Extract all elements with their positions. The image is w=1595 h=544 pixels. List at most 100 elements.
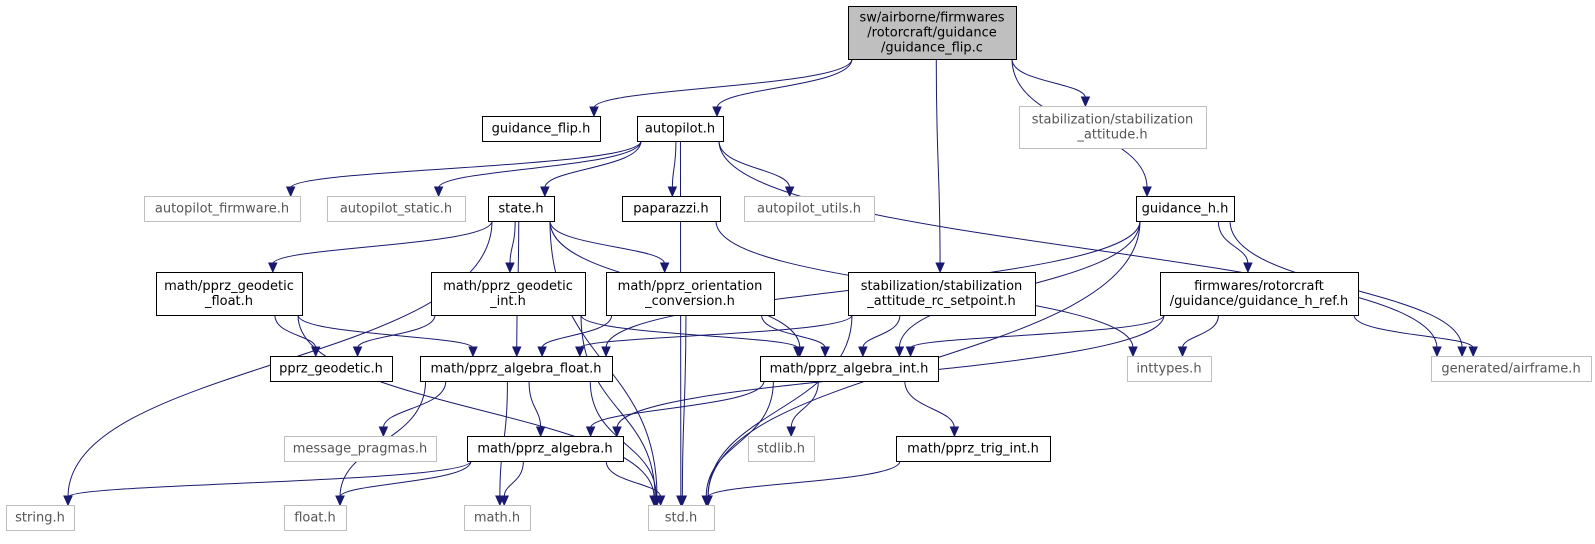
node-geodetic-float-h[interactable]: math/pprz_geodetic_float.h bbox=[156, 272, 303, 316]
node-stab-rc-h[interactable]: stabilization/stabilization_attitude_rc_… bbox=[848, 272, 1036, 316]
node-box bbox=[744, 196, 875, 222]
edge-geodetic_int_h-to-pprz_geodetic_h bbox=[352, 314, 436, 358]
node-label: autopilot.h bbox=[645, 122, 715, 137]
node-label: math/pprz_orientation bbox=[618, 279, 763, 294]
node-box bbox=[622, 196, 721, 222]
node-guidance-h-ref-h[interactable]: firmwares/rotorcraft/guidance/guidance_h… bbox=[1160, 272, 1359, 316]
node-geodetic-int-h[interactable]: math/pprz_geodetic_int.h bbox=[431, 272, 586, 316]
node-guidance-flip-h[interactable]: guidance_flip.h bbox=[482, 116, 601, 142]
node-std-h[interactable]: std.h bbox=[648, 505, 715, 531]
node-label: stdlib.h bbox=[757, 442, 805, 457]
node-algebra-float-h[interactable]: math/pprz_algebra_float.h bbox=[420, 356, 613, 382]
node-box bbox=[760, 356, 939, 382]
node-label: guidance_h.h bbox=[1142, 202, 1229, 217]
edge-geodetic_float_h-to-algebra_float_h bbox=[297, 314, 478, 358]
edge-guidance_h_ref_h-to-algebra_int_h bbox=[905, 314, 1165, 358]
edge-trig_int_h-to-std_h bbox=[703, 460, 901, 507]
node-algebra-int-h[interactable]: math/pprz_algebra_int.h bbox=[760, 356, 939, 382]
node-label: string.h bbox=[15, 511, 65, 526]
node-algebra-h[interactable]: math/pprz_algebra.h bbox=[467, 436, 624, 462]
edge-autopilot_h-to-std_h bbox=[676, 140, 686, 507]
node-box bbox=[156, 272, 303, 316]
edge-algebra_h-to-string_h bbox=[63, 460, 472, 507]
node-orientation-h[interactable]: math/pprz_orientation_conversion.h bbox=[606, 272, 775, 316]
edge-geodetic_float_h-to-std_h bbox=[297, 314, 659, 507]
node-paparazzi-h[interactable]: paparazzi.h bbox=[622, 196, 721, 222]
edge-algebra_h-to-math_h bbox=[499, 460, 524, 507]
node-label: sw/airborne/firmwares bbox=[859, 11, 1004, 26]
node-box bbox=[1127, 356, 1212, 382]
node-box bbox=[1431, 356, 1592, 382]
edge-orientation_h-to-algebra_float_h bbox=[537, 314, 613, 358]
node-message-pragmas-h[interactable]: message_pragmas.h bbox=[284, 436, 437, 462]
node-string-h[interactable]: string.h bbox=[6, 505, 75, 531]
edge-algebra_int_h-to-algebra_h bbox=[585, 380, 765, 438]
edge-geodetic_float_h-to-pprz_geodetic_h bbox=[274, 314, 321, 358]
node-autopilot-h[interactable]: autopilot.h bbox=[637, 116, 724, 142]
edge-guidance_h_ref_h-to-inttypes_h bbox=[1177, 314, 1219, 358]
edge-state_h-to-geodetic_int_h bbox=[505, 220, 516, 274]
node-box bbox=[270, 356, 393, 382]
edge-algebra_int_h-to-stdlib_h bbox=[786, 380, 819, 438]
node-label: _float.h bbox=[204, 294, 253, 309]
node-autopilot-static-h[interactable]: autopilot_static.h bbox=[327, 196, 466, 222]
edge-geodetic_int_h-to-algebra_int_h bbox=[580, 314, 803, 358]
node-box bbox=[748, 436, 815, 462]
node-label: _attitude.h bbox=[1076, 128, 1147, 143]
node-box bbox=[284, 505, 347, 531]
node-label: math/pprz_trig_int.h bbox=[907, 442, 1039, 457]
node-label: autopilot_firmware.h bbox=[155, 202, 289, 217]
node-label: _attitude_rc_setpoint.h bbox=[866, 294, 1015, 309]
node-float-h[interactable]: float.h bbox=[284, 505, 347, 531]
node-inttypes-h[interactable]: inttypes.h bbox=[1127, 356, 1212, 382]
node-box bbox=[1019, 106, 1207, 149]
node-box bbox=[1160, 272, 1359, 316]
node-box bbox=[467, 436, 624, 462]
node-box bbox=[431, 272, 586, 316]
node-label: /guidance/guidance_h_ref.h bbox=[1170, 294, 1348, 309]
edge-state_h-to-geodetic_float_h bbox=[268, 220, 493, 274]
edge-root-to-stab_att_h bbox=[1011, 58, 1091, 108]
node-root[interactable]: sw/airborne/firmwares/rotorcraft/guidanc… bbox=[848, 6, 1017, 60]
node-label: std.h bbox=[665, 511, 698, 526]
node-state-h[interactable]: state.h bbox=[488, 196, 555, 222]
node-label: /guidance_flip.c bbox=[881, 41, 983, 56]
edge-stab_rc_h-to-algebra_int_h bbox=[858, 314, 901, 358]
node-pprz-geodetic-h[interactable]: pprz_geodetic.h bbox=[270, 356, 393, 382]
edge-stab_rc_h-to-std_h bbox=[703, 314, 853, 507]
node-math-h[interactable]: math.h bbox=[464, 505, 531, 531]
edge-autopilot_h-to-airframe_h bbox=[718, 140, 1442, 358]
node-box bbox=[896, 436, 1051, 462]
edge-guidance_h_h-to-guidance_h_ref_h bbox=[1217, 220, 1253, 274]
edge-root-to-stab_rc_h bbox=[935, 58, 945, 274]
node-box bbox=[637, 116, 724, 142]
edge-guidance_h_ref_h-to-airframe_h bbox=[1353, 314, 1478, 358]
edge-stab_rc_h-to-algebra_float_h bbox=[575, 314, 853, 358]
node-autopilot-utils-h[interactable]: autopilot_utils.h bbox=[744, 196, 875, 222]
node-label: inttypes.h bbox=[1136, 362, 1201, 377]
edge-algebra_h-to-std_h bbox=[605, 460, 666, 507]
node-label: firmwares/rotorcraft bbox=[1194, 279, 1324, 294]
node-box bbox=[464, 505, 531, 531]
edge-autopilot_h-to-autopilot_static_h bbox=[433, 140, 642, 198]
edge-autopilot_h-to-autopilot_utils_h bbox=[718, 140, 795, 198]
node-label: /rotorcraft/guidance bbox=[867, 26, 997, 41]
node-stab-att-h[interactable]: stabilization/stabilization_attitude.h bbox=[1019, 106, 1207, 149]
node-label: _int.h bbox=[489, 294, 526, 309]
node-box bbox=[144, 196, 301, 222]
edge-algebra_float_h-to-message_pragmas_h bbox=[378, 380, 447, 438]
node-label: message_pragmas.h bbox=[293, 442, 428, 457]
node-label: math/pprz_geodetic bbox=[443, 279, 573, 294]
node-guidance-h-h[interactable]: guidance_h.h bbox=[1136, 196, 1235, 222]
node-airframe-h[interactable]: generated/airframe.h bbox=[1431, 356, 1592, 382]
edge-root-to-guidance_flip_h bbox=[589, 58, 853, 118]
edge-algebra_h-to-float_h bbox=[335, 460, 472, 507]
node-stdlib-h[interactable]: stdlib.h bbox=[748, 436, 815, 462]
node-box bbox=[848, 6, 1017, 60]
node-label: math/pprz_geodetic bbox=[164, 279, 294, 294]
node-label: math/pprz_algebra_float.h bbox=[431, 362, 602, 377]
node-autopilot-firmware-h[interactable]: autopilot_firmware.h bbox=[144, 196, 301, 222]
node-label: _conversion.h bbox=[644, 294, 735, 309]
node-label: paparazzi.h bbox=[633, 202, 708, 217]
node-trig-int-h[interactable]: math/pprz_trig_int.h bbox=[896, 436, 1051, 462]
